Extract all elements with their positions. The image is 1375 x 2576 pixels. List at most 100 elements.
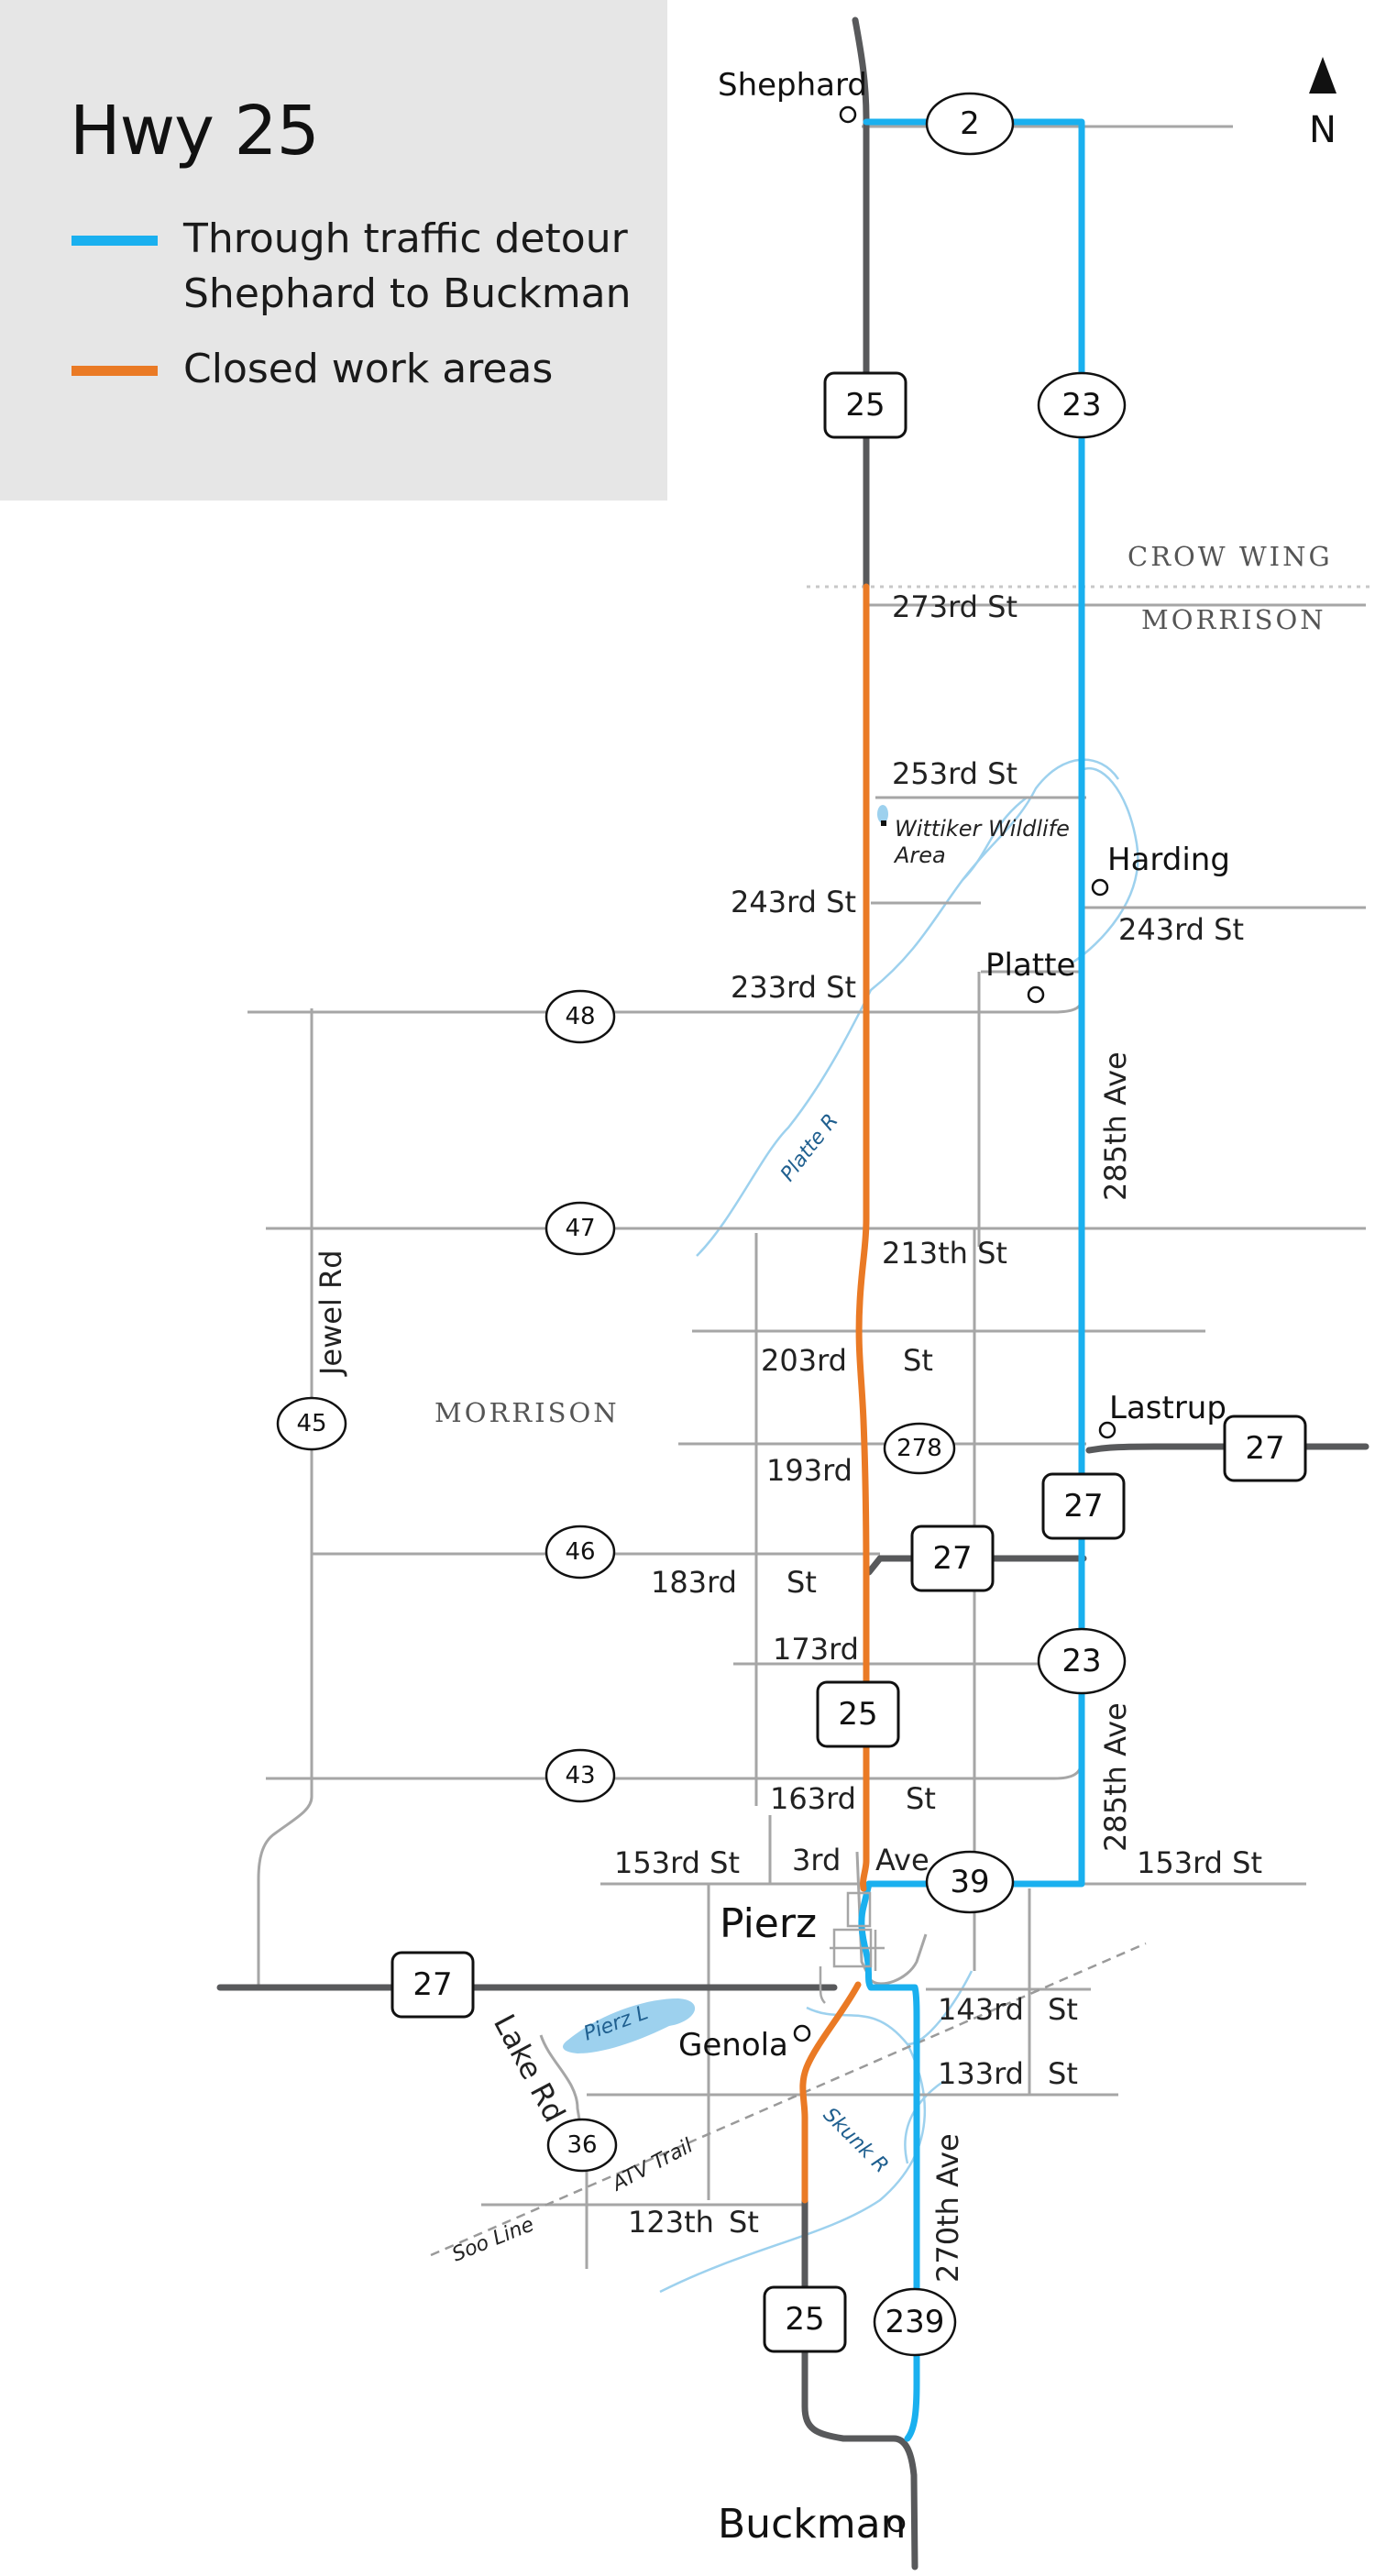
north-arrow: N [1309, 57, 1336, 151]
svg-text:2: 2 [960, 105, 980, 142]
north-arrow-icon [1309, 57, 1336, 94]
svg-text:46: 46 [565, 1538, 595, 1566]
county-morrison-top: MORRISON [1141, 604, 1326, 635]
town-markers [793, 105, 1116, 2533]
pierz-street-grid [819, 1891, 885, 2004]
svg-text:47: 47 [565, 1215, 595, 1242]
svg-text:25: 25 [785, 2301, 824, 2338]
svg-text:St: St [1048, 2056, 1078, 2091]
svg-text:27: 27 [1063, 1488, 1103, 1525]
svg-text:143rd: 143rd [938, 1992, 1024, 2027]
svg-text:St: St [903, 1343, 933, 1378]
svg-text:St: St [729, 2205, 759, 2240]
svg-text:25: 25 [845, 387, 885, 424]
svg-text:St: St [786, 1565, 817, 1600]
svg-text:193rd: 193rd [766, 1453, 852, 1488]
svg-text:285th Ave: 285th Ave [1098, 1051, 1133, 1201]
svg-text:27: 27 [412, 1966, 452, 2003]
svg-text:ATV Trail: ATV Trail [607, 2134, 697, 2196]
harding-marker [1091, 878, 1109, 897]
water-skunk-r: Skunk R [819, 2104, 893, 2178]
city-pierz: Pierz [720, 1900, 817, 1947]
svg-text:39: 39 [950, 1864, 989, 1900]
highway-shields: 2 25 23 48 47 45 278 27 27 46 27 23 25 4… [276, 92, 1307, 2357]
svg-text:253rd St: 253rd St [892, 756, 1018, 791]
svg-text:173rd: 173rd [773, 1632, 859, 1667]
legend-detour-swatch [72, 236, 158, 246]
closed-work-area-south [799, 1981, 862, 2204]
wittiker-pond [877, 805, 888, 823]
shield-hwy-25-mid: 25 [816, 1680, 900, 1748]
svg-text:St: St [906, 1781, 936, 1816]
svg-text:23: 23 [1062, 1643, 1101, 1679]
svg-text:123th: 123th [628, 2205, 714, 2240]
detour-route [858, 118, 1085, 2442]
shield-hwy-239: 239 [873, 2287, 957, 2357]
legend-detour-label-1: Through traffic detour [183, 215, 628, 262]
shield-hwy-27-left: 27 [390, 1951, 475, 2019]
svg-text:270th Ave: 270th Ave [930, 2133, 965, 2283]
svg-text:203rd: 203rd [761, 1343, 847, 1378]
shield-hwy-2: 2 [925, 92, 1015, 156]
genola-marker [793, 2024, 811, 2042]
poi-wittiker-line1: Wittiker Wildlife [895, 816, 1070, 842]
shield-hwy-48: 48 [544, 989, 616, 1044]
rivers [563, 758, 1139, 2294]
svg-text:Ave: Ave [875, 1843, 930, 1877]
shield-hwy-45: 45 [276, 1396, 347, 1451]
shield-hwy-25-top: 25 [823, 371, 908, 439]
svg-text:239: 239 [886, 2304, 945, 2340]
svg-text:153rd St: 153rd St [1137, 1845, 1262, 1880]
svg-text:133rd: 133rd [938, 2056, 1024, 2091]
svg-text:3rd: 3rd [792, 1843, 841, 1877]
legend-work-swatch [72, 366, 158, 376]
svg-text:48: 48 [565, 1003, 595, 1030]
major-roads [216, 17, 1370, 2570]
svg-text:163rd: 163rd [770, 1781, 856, 1816]
svg-text:183rd: 183rd [651, 1565, 737, 1600]
svg-text:25: 25 [838, 1696, 877, 1733]
shield-hwy-25-bottom: 25 [763, 2285, 847, 2353]
svg-text:Jewel Rd: Jewel Rd [314, 1249, 348, 1377]
shield-hwy-27-mid: 27 [1041, 1472, 1126, 1540]
legend-panel: Hwy 25 Through traffic detour Shephard t… [0, 0, 667, 501]
city-platte: Platte [985, 947, 1075, 984]
svg-text:233rd St: 233rd St [731, 970, 856, 1005]
closed-work-area [855, 583, 870, 1892]
legend-work-label: Closed work areas [183, 346, 554, 392]
svg-text:23: 23 [1062, 387, 1101, 424]
svg-text:285th Ave: 285th Ave [1098, 1702, 1133, 1852]
street-labels: 273rd St 253rd St 243rd St 243rd St 233r… [314, 589, 1262, 2283]
minor-roads [248, 125, 1366, 2269]
poi-wittiker-line2: Area [893, 842, 946, 868]
buckman-marker [887, 2515, 906, 2533]
svg-text:36: 36 [566, 2131, 597, 2159]
shield-hwy-23-mid: 23 [1037, 1627, 1127, 1695]
city-lastrup: Lastrup [1109, 1390, 1226, 1426]
svg-text:27: 27 [1245, 1430, 1284, 1467]
legend-title: Hwy 25 [70, 92, 320, 171]
shield-hwy-278: 278 [883, 1422, 956, 1475]
svg-text:153rd St: 153rd St [614, 1845, 740, 1880]
svg-text:Soo Line: Soo Line [449, 2213, 537, 2266]
shephard-marker [839, 105, 857, 124]
svg-text:273rd St: 273rd St [892, 589, 1018, 624]
svg-text:243rd St: 243rd St [731, 885, 856, 919]
svg-text:43: 43 [565, 1762, 595, 1789]
city-shephard: Shephard [718, 67, 867, 104]
svg-text:St: St [1048, 1992, 1078, 2027]
shield-hwy-23-top: 23 [1037, 371, 1127, 439]
svg-text:45: 45 [296, 1410, 326, 1437]
shield-hwy-39: 39 [925, 1850, 1015, 1914]
shield-hwy-36: 36 [546, 2118, 618, 2173]
city-genola: Genola [678, 2027, 788, 2064]
shield-hwy-47: 47 [544, 1201, 616, 1256]
svg-text:213th St: 213th St [882, 1236, 1007, 1271]
shield-hwy-27-right: 27 [1223, 1415, 1307, 1482]
wittiker-marker [881, 820, 886, 826]
shield-hwy-43: 43 [544, 1748, 616, 1803]
city-buckman: Buckman [718, 2501, 906, 2548]
lastrup-marker [1098, 1421, 1116, 1439]
svg-text:243rd St: 243rd St [1118, 912, 1244, 947]
svg-text:27: 27 [932, 1540, 972, 1577]
